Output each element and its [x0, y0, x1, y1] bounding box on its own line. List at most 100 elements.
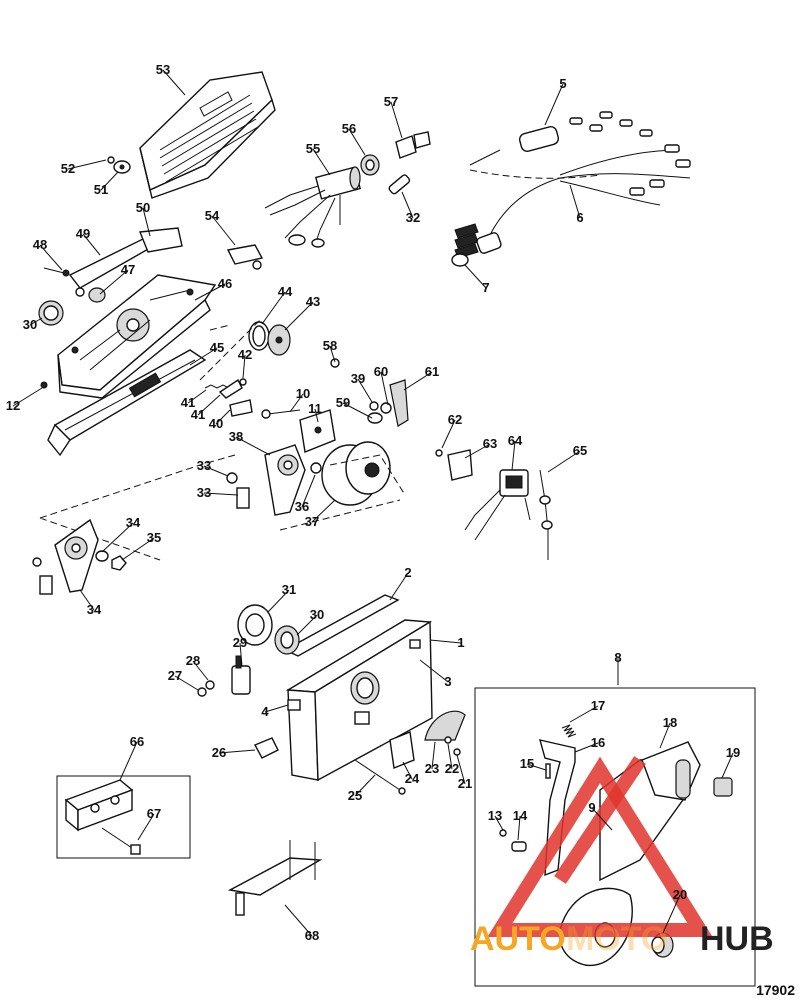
- callout-67: 67: [147, 806, 161, 821]
- part-43-spring: [204, 384, 230, 389]
- part-63-strip: [389, 379, 409, 427]
- callout-leader-2: [389, 572, 409, 601]
- callout-leader-42: [242, 354, 246, 379]
- callout-leader-49: [82, 233, 101, 256]
- callout-62: 62: [448, 412, 462, 427]
- part-44-pin: [239, 378, 247, 386]
- callout-leader-4: [264, 704, 289, 713]
- callout-10: 10: [296, 386, 310, 401]
- callout-33: 33: [197, 458, 211, 473]
- part-12-screw: [40, 381, 48, 389]
- callout-leader-20: [662, 894, 681, 934]
- callout-leader-3: [419, 659, 449, 683]
- callout-30: 30: [23, 317, 37, 332]
- callout-3: 3: [444, 674, 451, 689]
- part-37-washer: [95, 550, 109, 562]
- part-3-label: [409, 639, 421, 649]
- callout-leader-34: [101, 522, 134, 553]
- part-2-gasket: [283, 594, 400, 657]
- callout-leader-46: [194, 283, 226, 301]
- callout-leader-13: [494, 815, 504, 831]
- callout-20: 20: [673, 887, 687, 902]
- part-56-terminal: [226, 244, 264, 270]
- callout-68: 68: [305, 928, 319, 943]
- callout-leader-31: [267, 589, 290, 613]
- callout-43: 43: [306, 294, 320, 309]
- callout-leader-35: [121, 537, 155, 561]
- callout-40: 40: [209, 416, 223, 431]
- callout-leader-30: [296, 614, 318, 636]
- part-70-mount-bracket: [227, 840, 323, 916]
- part-15-pin: [545, 763, 551, 779]
- callout-60: 60: [374, 364, 388, 379]
- callout-leader-23: [431, 741, 436, 770]
- callout-52: 52: [61, 161, 75, 176]
- callout-leader-56: [348, 128, 366, 156]
- callout-24: 24: [405, 771, 420, 786]
- callout-leader-44: [261, 291, 286, 325]
- part-66-trim-switch: [464, 469, 531, 541]
- part-1-housing: [285, 619, 433, 782]
- callout-21: 21: [458, 776, 472, 791]
- part-51-lever: [68, 237, 151, 289]
- callout-34: 34: [126, 515, 141, 530]
- part-27-nut: [197, 687, 207, 697]
- callout-leader-39: [357, 378, 373, 403]
- callout-leader-47: [99, 269, 129, 295]
- part-46-o-ring: [248, 321, 270, 351]
- callout-leader-54: [211, 215, 236, 246]
- part-32-cap: [388, 174, 411, 195]
- callout-37: 37: [305, 514, 319, 529]
- part-30-seal: [274, 625, 300, 655]
- callout-leader-11: [314, 408, 319, 423]
- callout-31: 31: [282, 582, 296, 597]
- callout-leader-61: [403, 371, 433, 391]
- callout-leader-55: [312, 148, 331, 176]
- callout-42: 42: [238, 347, 252, 362]
- callout-4: 4: [261, 704, 269, 719]
- part-52-tab: [139, 227, 183, 253]
- callout-66: 66: [130, 734, 144, 749]
- callout-leader-64: [511, 440, 516, 471]
- part-58-nut: [360, 154, 380, 176]
- callout-leader-59: [342, 402, 373, 419]
- callout-46: 46: [218, 276, 232, 291]
- callout-38: 38: [229, 429, 243, 444]
- callout-leader-17: [569, 705, 599, 723]
- callout-leader-18: [659, 722, 671, 749]
- part-33-nut-b: [32, 557, 42, 567]
- callout-32: 32: [406, 210, 420, 225]
- part-33-nut: [226, 472, 238, 484]
- callout-11: 11: [308, 401, 322, 416]
- part-40-shift-arm: [264, 444, 306, 516]
- part-42-clip: [218, 378, 243, 399]
- callout-58: 58: [323, 338, 337, 353]
- callout-12: 12: [6, 398, 20, 413]
- callout-56: 56: [342, 121, 356, 136]
- part-34-bracket-b: [39, 575, 53, 595]
- callout-leader-5: [544, 83, 564, 126]
- callout-41: 41: [191, 407, 205, 422]
- callout-leader-7: [464, 264, 487, 289]
- callout-leader-32: [401, 191, 414, 219]
- callout-54: 54: [205, 208, 220, 223]
- part-7-cap: [451, 253, 469, 267]
- callout-13: 13: [488, 808, 502, 823]
- callout-leader-45: [189, 347, 218, 366]
- callout-leader-58: [329, 345, 336, 363]
- callout-29: 29: [233, 635, 247, 650]
- part-38-nut: [310, 462, 322, 474]
- watermark-text-auto: AUTO: [470, 920, 566, 958]
- part-29-switch: [231, 655, 251, 695]
- callout-48: 48: [33, 237, 47, 252]
- callout-leader-10: [289, 393, 304, 413]
- callout-leader-6: [569, 184, 581, 219]
- part-60-screw: [330, 358, 340, 368]
- callout-63: 63: [483, 436, 497, 451]
- callout-leader-62: [441, 419, 456, 449]
- part-69-bolt: [101, 827, 141, 855]
- part-5-connector: [469, 126, 560, 166]
- part-34-bracket: [236, 487, 250, 509]
- callout-leader-63: [464, 443, 491, 459]
